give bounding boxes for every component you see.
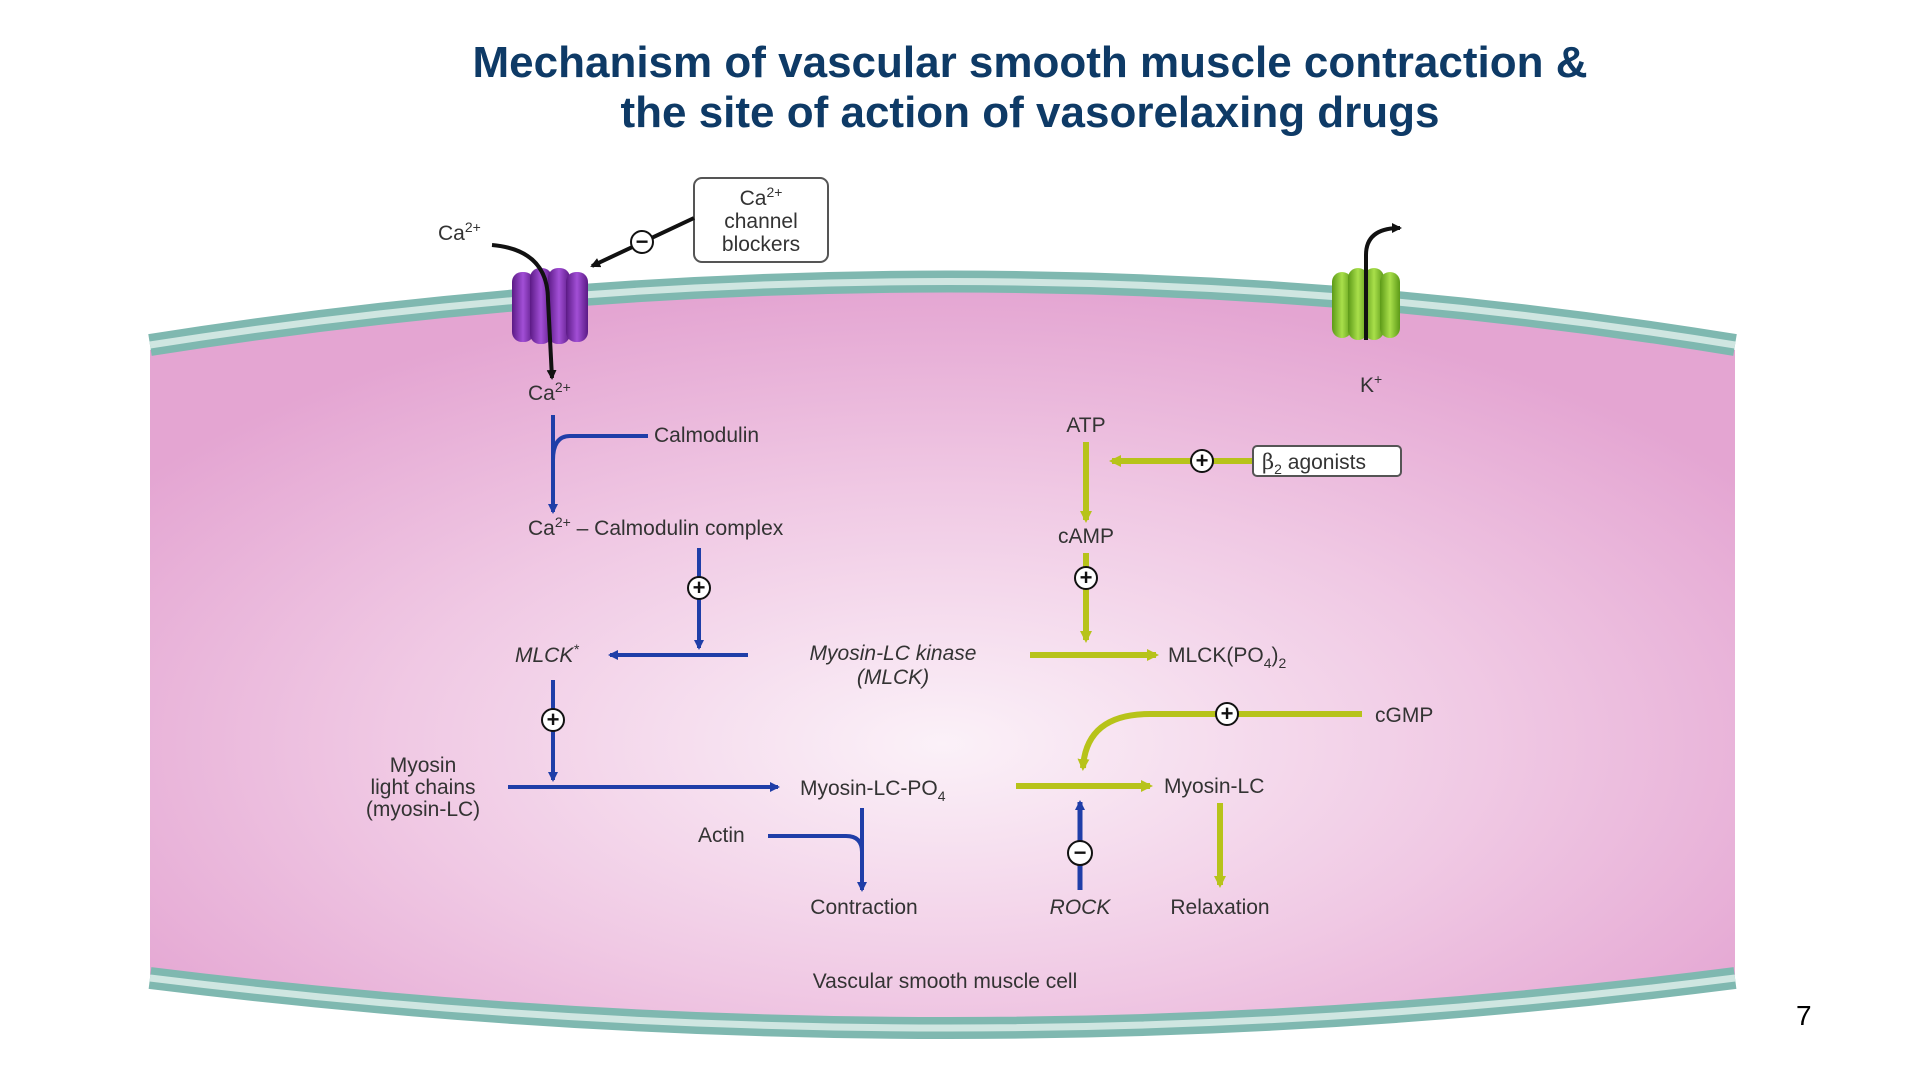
potassium-efflux-arrow [1364,223,1402,340]
svg-text:−: − [636,229,649,254]
myosin-light-chains-line2: light chains [370,776,475,799]
myosin-light-chains-line3: (myosin-LC) [366,798,480,821]
svg-text:+: + [693,575,706,600]
beta2-agonists-box [1252,445,1402,477]
camp-plus-sign: + [1074,565,1098,590]
blocker-label-line3: blockers [722,233,800,256]
ca-calmodulin-complex-label: Ca2+ – Calmodulin complex [528,514,784,540]
myosin-lc-po4-label: Myosin-LC-PO4 [800,777,946,804]
blocker-minus-sign: − [630,229,654,254]
myosin-lc-kinase-label-line2: (MLCK) [857,666,929,689]
cell-label: Vascular smooth muscle cell [813,970,1078,993]
slide-title: Mechanism of vascular smooth muscle cont… [300,38,1760,138]
cgmp-stimulation-arrow [1077,711,1362,771]
complex-plus-sign: + [687,575,711,600]
potassium-channel [1332,268,1400,340]
extracellular-ca-label: Ca2+ [438,219,481,245]
rock-minus-sign: − [1067,840,1093,866]
title-line-1: Mechanism of vascular smooth muscle cont… [472,38,1588,87]
blocker-label-line1: Ca2+ [740,184,783,210]
blocker-label-line2: channel [724,210,798,233]
mlck-plus-sign: + [541,707,565,732]
calmodulin-label: Calmodulin [654,424,759,447]
relaxation-label: Relaxation [1170,896,1269,919]
myosin-lc-label: Myosin-LC [1164,775,1264,798]
svg-text:+: + [1080,565,1093,590]
myosin-light-chains-line1: Myosin [390,754,457,777]
calcium-channel [512,268,588,344]
camp-label: cAMP [1058,525,1114,548]
rock-label: ROCK [1050,896,1112,919]
svg-text:+: + [547,707,560,732]
mlck-active-label: MLCK* [515,641,579,667]
atp-label: ATP [1066,414,1105,437]
mlck-po4-label: MLCK(PO4)2 [1168,644,1286,671]
myosin-lc-kinase-label-line1: Myosin-LC kinase [810,642,977,665]
intracellular-ca-label: Ca2+ [528,379,571,405]
title-line-2: the site of action of vasorelaxing drugs [620,88,1440,137]
cgmp-plus-sign: + [1215,701,1239,726]
contraction-label: Contraction [810,896,917,919]
calmodulin-join-line [551,434,648,461]
page-number: 7 [1796,1000,1812,1031]
svg-text:+: + [1196,448,1209,473]
svg-text:+: + [1221,701,1234,726]
svg-text:−: − [1074,840,1087,865]
calcium-influx-arrow [491,243,557,380]
actin-label: Actin [698,824,745,847]
potassium-label: K+ [1360,371,1382,397]
beta2-plus-sign: + [1190,448,1214,473]
beta2-agonists-label: β2 agonists [1262,450,1366,477]
cgmp-label: cGMP [1375,704,1433,727]
